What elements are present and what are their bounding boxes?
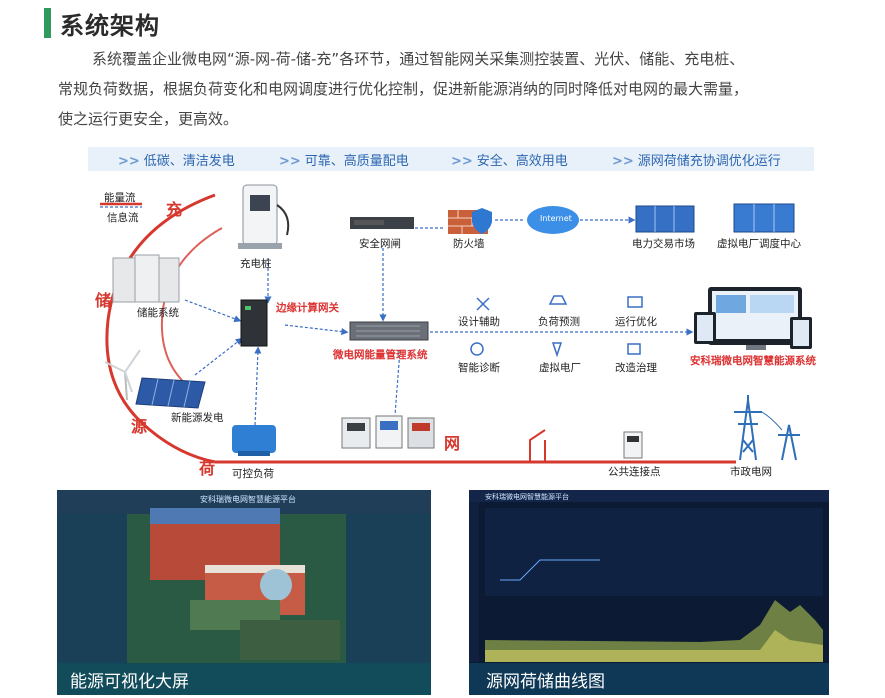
info-line-renewable-gateway: [194, 337, 243, 376]
retrofit-icon: [627, 343, 641, 355]
energy-arc-inner: [160, 227, 223, 396]
vpp-center-icon: [733, 203, 795, 233]
pcc-label: 公共连接点: [608, 466, 661, 478]
optimization-icon: [627, 296, 643, 308]
storage-cabinet-icon: [112, 254, 180, 303]
right-screen-caption: 源网荷储曲线图: [486, 672, 605, 692]
title-accent-bar: [44, 8, 51, 38]
energy-arc-outer: [105, 193, 216, 464]
intro-line-3: 使之运行更安全，更高效。: [58, 110, 239, 128]
info-line-gateway-ems: [284, 324, 349, 336]
right-panel-title: 安科瑞微电网智慧能源平台: [485, 493, 569, 501]
ems-label: 微电网能量管理系统: [333, 349, 428, 361]
side-label-he: 荷: [199, 459, 216, 478]
band-item-4: >>源网荷储充协调优化运行: [612, 154, 781, 169]
function-vpp: 虚拟电厂: [539, 362, 581, 374]
internet-label: Internet: [540, 214, 572, 223]
page-title: 系统架构: [60, 12, 160, 40]
firewall-label: 防火墙: [453, 238, 485, 250]
left-screen-caption: 能源可视化大屏: [70, 672, 189, 692]
charging-pile-label: 充电桩: [240, 258, 272, 270]
motor-icon: [232, 425, 276, 456]
pcc-meter-icon: [623, 431, 643, 459]
utility-grid-label: 市政电网: [730, 466, 772, 478]
internet-cloud-icon: [527, 206, 579, 234]
curve-screen-panel: [469, 490, 829, 695]
function-optimization: 运行优化: [615, 316, 657, 328]
metering-devices-icon: [341, 415, 435, 449]
band-item-3: >>安全、高效用电: [451, 154, 568, 169]
wind-turbine-icon: [104, 349, 141, 401]
smart-platform-devices-icon: [694, 287, 812, 350]
side-label-wang: 网: [444, 434, 461, 453]
smart-platform-label: 安科瑞微电网智慧能源系统: [690, 355, 816, 367]
breaker-symbol: [529, 429, 546, 462]
side-label-chong: 充: [166, 200, 183, 219]
transmission-tower-icon: [734, 395, 800, 461]
intro-line-2: 常规负荷数据，根据负荷变化和电网调度进行优化控制，促进新能源消纳的同时降低对电网…: [58, 80, 749, 98]
power-market-icon: [635, 205, 695, 233]
ems-server-icon: [349, 321, 429, 341]
band-item-2: >>可靠、高质量配电: [279, 154, 409, 169]
band-item-1: >>低碳、清洁发电: [118, 154, 235, 169]
info-line-storage-gateway: [184, 299, 242, 323]
function-design-assist: 设计辅助: [458, 316, 500, 328]
load-forecast-icon: [548, 295, 568, 305]
security-gateway-label: 安全网闸: [359, 238, 401, 250]
info-line-ems-meters: [394, 349, 401, 416]
function-load-forecast: 负荷预测: [538, 316, 580, 328]
info-flow-legend: 信息流: [107, 212, 139, 224]
goal-band: [88, 147, 814, 171]
power-market-label: 电力交易市场: [632, 238, 695, 250]
security-gateway-icon: [350, 217, 414, 229]
vpp-icon: [551, 342, 563, 358]
design-assist-icon: [476, 297, 490, 311]
function-diagnosis: 智能诊断: [458, 362, 500, 374]
controllable-load-label: 可控负荷: [232, 468, 274, 480]
diagnosis-icon: [470, 342, 484, 356]
storage-label: 储能系统: [137, 307, 179, 319]
renewable-label: 新能源发电: [171, 412, 224, 424]
side-label-chu: 储: [95, 291, 112, 310]
vpp-center-label: 虚拟电厂调度中心: [717, 238, 801, 250]
intro-line-1: 系统覆盖企业微电网“源-网-荷-储-充”各环节，通过智能网关采集测控装置、光伏、…: [92, 50, 745, 68]
edge-gateway-label: 边缘计算网关: [276, 302, 339, 314]
visualization-screen-panel: [57, 490, 431, 695]
info-line-load-gateway: [254, 346, 262, 426]
firewall-icon: [448, 208, 492, 234]
side-label-yuan: 源: [131, 417, 148, 436]
function-retrofit: 改造治理: [615, 362, 657, 374]
solar-panel-icon: [135, 377, 206, 409]
charging-pile-icon: [238, 184, 290, 249]
left-panel-title: 安科瑞微电网智慧能源平台: [200, 495, 296, 504]
edge-gateway-icon: [240, 299, 268, 347]
energy-flow-legend: 能量流: [104, 192, 136, 204]
